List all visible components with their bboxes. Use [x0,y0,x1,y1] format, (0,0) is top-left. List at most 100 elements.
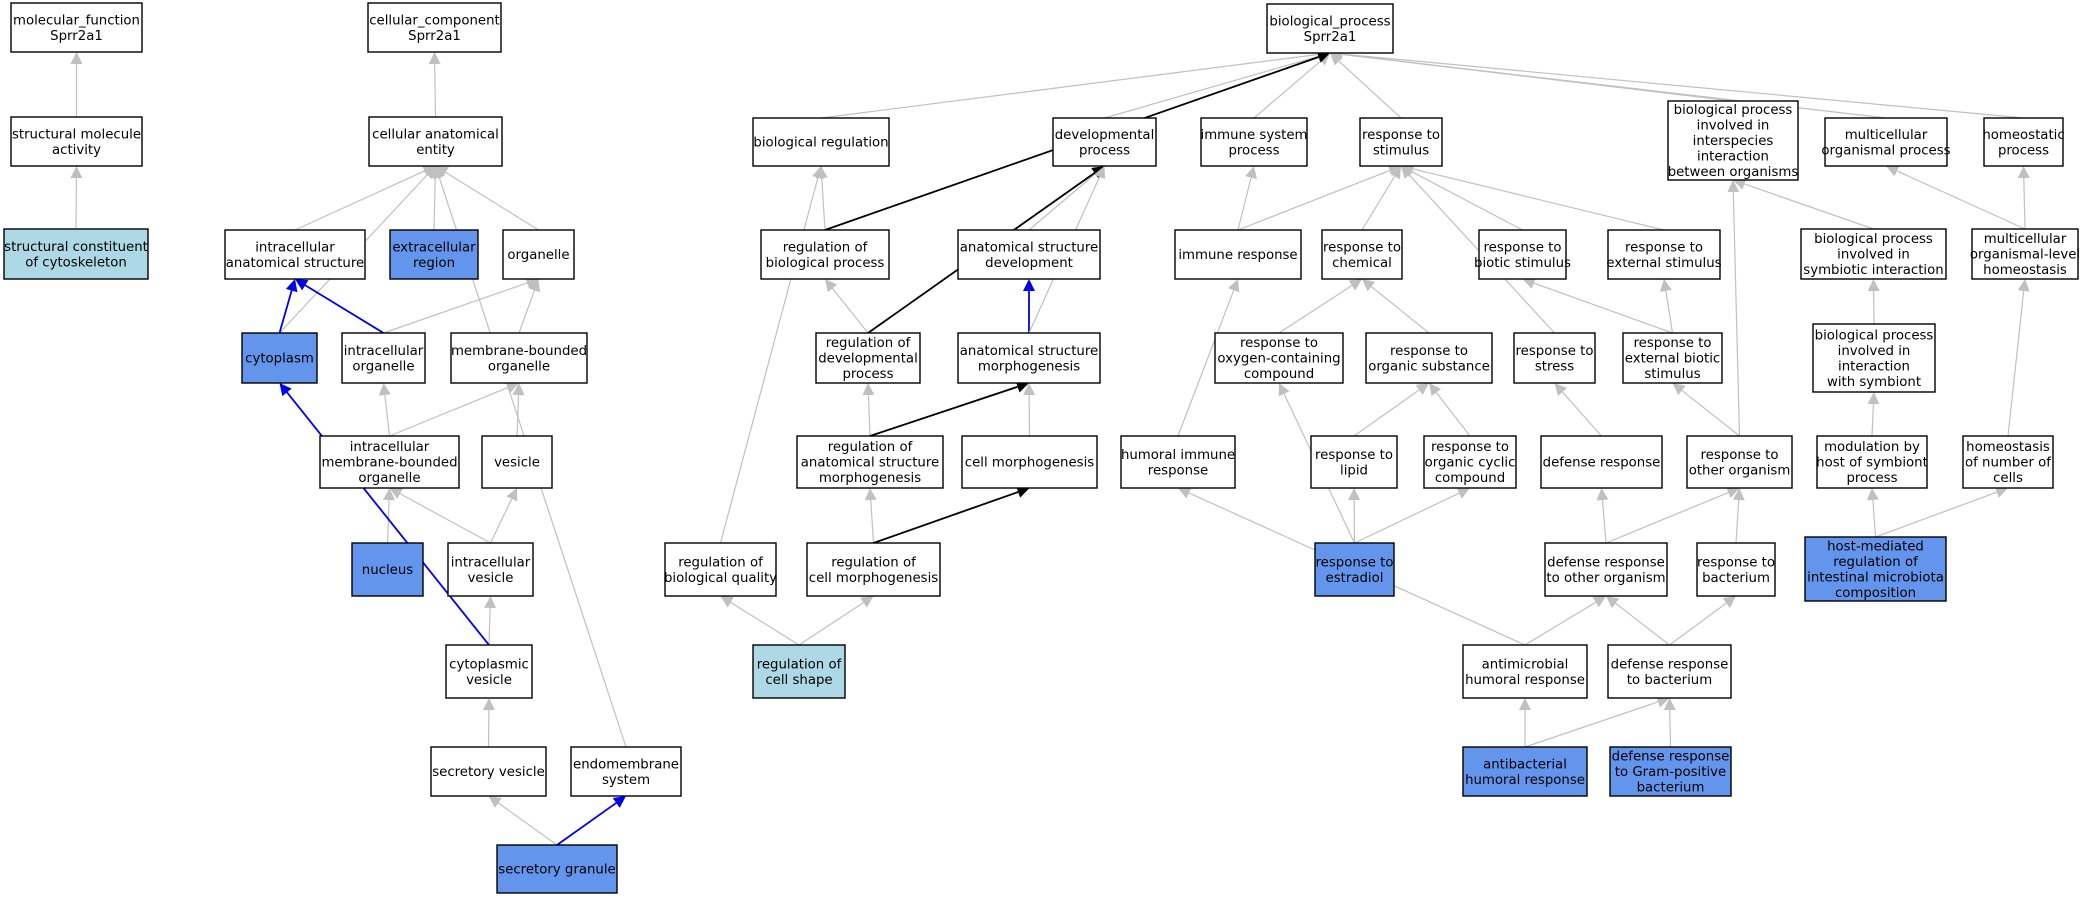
arrowhead [1178,487,1192,499]
edge-hmr-to-mhs [1866,488,1879,538]
arrowhead [525,277,539,289]
edge-line [1361,175,1396,231]
node-box [351,542,424,597]
node-label-line: activity [52,143,101,158]
arrowhead [378,383,391,396]
edge-drb-to-rbac [1669,596,1736,646]
node-box [1478,229,1567,280]
node-label-line: compound [1244,367,1314,382]
node-label-line: response to [1315,448,1393,463]
go-node-cmo[interactable]: cell morphogenesis [961,435,1098,489]
node-label-line: response [1148,463,1208,478]
go-node-sves[interactable]: secretory vesicle [430,746,547,797]
node-box [1462,644,1588,699]
node-box [341,332,426,384]
node-label-line: humoral response [1465,773,1585,788]
go-node-org[interactable]: organelle [502,229,575,280]
node-label-line: cytoplasmic [449,657,529,672]
node-box [445,644,533,699]
arrowhead [612,796,626,808]
node-box [450,332,588,384]
arrowhead [1094,166,1106,180]
edge-line [1524,701,1659,748]
edge-hir-to-imr [1177,279,1240,437]
node-label-line: response to [1390,344,1468,359]
edge-dev-to-bp [1104,50,1330,119]
node-label-line: process [1998,143,2049,158]
edge-line [730,601,800,646]
go-node-sgr[interactable]: secretory granule [496,844,618,894]
edge-sgr-to-endo [556,796,626,846]
go-node-ves[interactable]: vesicle [481,435,553,489]
go-node-breg[interactable]: biological regulation [752,117,890,167]
edge-nuc-to-imbo [383,488,396,544]
node-label-line: antimicrobial [1482,657,1569,672]
go-node-imr[interactable]: immune response [1174,229,1302,280]
node-label-line: structural constituent [4,240,148,255]
arrowhead [1866,488,1879,501]
node-label-line: multicellular [1845,128,1928,143]
node-label-line: external stimulus [1606,256,1721,271]
arrowhead [1389,166,1401,180]
arrowhead [1429,383,1442,397]
go-node-cyt[interactable]: cytoplasm [241,332,318,384]
go-node-nuc[interactable]: nucleus [351,542,424,597]
node-label-line: regulation of [678,555,763,570]
node-label-line: defense response [1611,657,1729,672]
arrowhead [1519,698,1531,710]
go-node-defr[interactable]: defense response [1540,435,1663,489]
